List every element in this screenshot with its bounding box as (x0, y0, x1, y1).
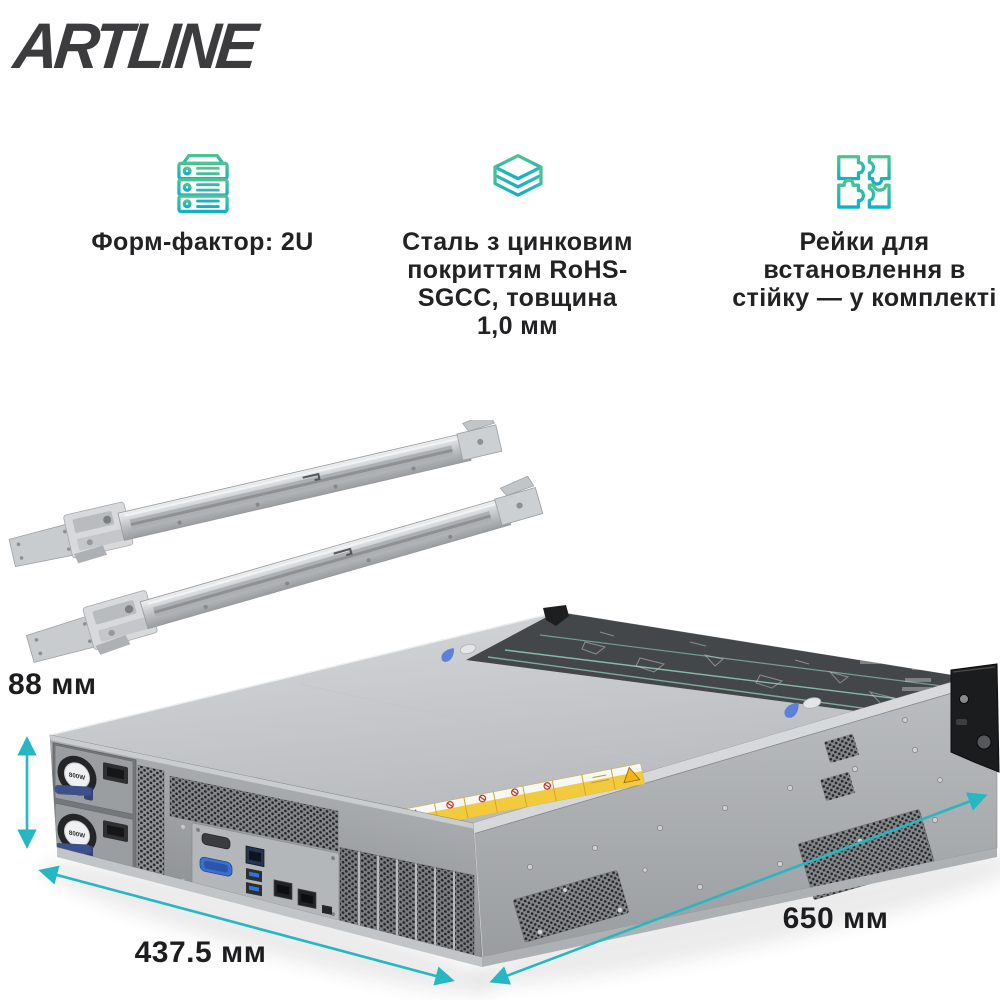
rack-ear (950, 663, 1000, 773)
layers-icon (360, 148, 675, 218)
psu-label: 800W (69, 772, 85, 782)
width-dimension-label: 437.5 мм (134, 936, 267, 969)
feature-line: Форм-фактор: 2U (91, 228, 314, 256)
serial-port (201, 833, 231, 850)
artline-logo: ARTLINE (10, 11, 258, 83)
depth-arrow (489, 792, 988, 985)
server-photo: 800W 800W (0, 411, 1000, 1000)
cover-latch-markers (441, 643, 822, 718)
feature-line: SGCC, товщина (417, 284, 618, 312)
feature-line: встановлення в (763, 256, 966, 284)
height-dimension-label: 88 мм (8, 668, 97, 701)
side-vent (824, 733, 859, 764)
feature-form-factor: Форм-фактор: 2U (40, 148, 365, 256)
psu-label: 800W (69, 830, 85, 840)
width-arrow (38, 865, 455, 986)
server-rack-icon (40, 148, 365, 218)
feature-line: стійку — у комплекті (732, 284, 997, 312)
feature-line: Сталь з цинковим (402, 228, 633, 256)
feature-rails: Рейки для встановлення в стійку — у комп… (692, 148, 1000, 312)
depth-dimension-label: 650 мм (782, 902, 889, 935)
puzzle-icon (692, 148, 1000, 218)
feature-line: 1,0 мм (476, 312, 559, 340)
feature-steel: Сталь з цинковим покриттям RoHS- SGCC, т… (360, 148, 675, 340)
rack-rail-upper (4, 411, 507, 579)
feature-row: Форм-фактор: 2U Сталь з цинковим (0, 148, 1000, 358)
rear-bracket (543, 605, 569, 626)
dimension-arrows (17, 736, 988, 986)
feature-line: покриттям RoHS- (407, 256, 628, 284)
cover-instruction-label (466, 612, 970, 726)
feature-line: Рейки для (799, 228, 930, 256)
